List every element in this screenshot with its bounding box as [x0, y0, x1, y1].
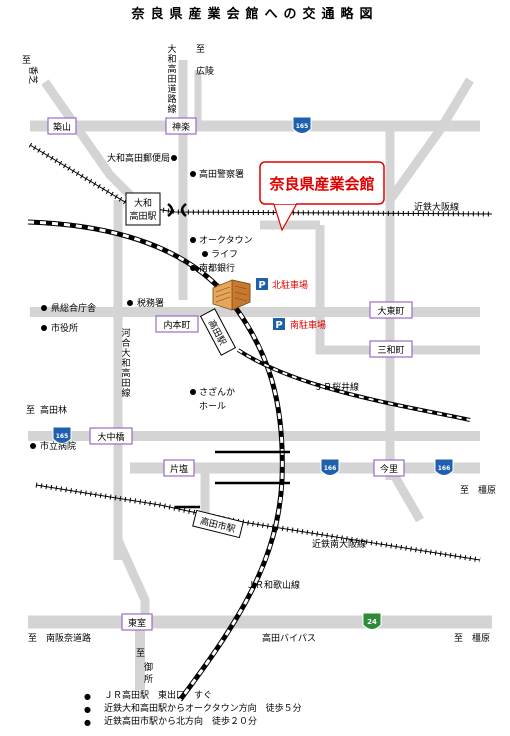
svg-text:至 橿原: 至 橿原 — [454, 632, 490, 644]
svg-text:和: 和 — [121, 358, 130, 369]
svg-text:香芝: 香芝 — [27, 66, 39, 84]
overpass-marks — [167, 203, 290, 509]
svg-text:至 南阪奈道路: 至 南阪奈道路 — [28, 632, 91, 644]
parking-north-icon — [256, 278, 268, 290]
landmark-city-hospital: 市立病院 — [40, 440, 76, 452]
parking: P 北駐車場 P 南駐車場 — [256, 278, 326, 331]
line-labels: 大 和 高 田 道 路 線 近鉄大阪線 ＪＲ桜井線 近鉄南大阪線 ＪＲ和歌山線 … — [121, 43, 459, 644]
landmark-police: 高田警察署 — [199, 168, 244, 180]
svg-text:至 橿原: 至 橿原 — [460, 484, 496, 496]
route-shield-1: 165 — [292, 116, 312, 134]
svg-text:近鉄南大阪線: 近鉄南大阪線 — [312, 538, 366, 550]
access-notes: ＪＲ高田駅 東出口 すぐ 近鉄大和高田駅からオークタウン方向 徒歩５分 近鉄高田… — [84, 690, 302, 729]
landmark-sazanka-1: さざんか — [199, 386, 235, 398]
svg-text:近鉄大阪線: 近鉄大阪線 — [414, 201, 459, 213]
label-tsukiyama: 築山 — [53, 121, 71, 133]
svg-text:P: P — [275, 320, 282, 331]
svg-text:至: 至 — [136, 648, 145, 659]
route-shield-2: 165 — [52, 426, 72, 444]
svg-text:高田林: 高田林 — [40, 404, 67, 416]
svg-text:24: 24 — [367, 618, 377, 626]
label-katashio: 片塩 — [170, 463, 188, 475]
landmark-sazanka-2: ホール — [199, 401, 226, 412]
note-item: 近鉄高田市駅から北方向 徒歩２０分 — [84, 716, 302, 729]
venue-callout-label: 奈良県産業会館 — [268, 175, 374, 193]
svg-text:至: 至 — [26, 405, 35, 416]
note-item: ＪＲ高田駅 東出口 すぐ — [84, 690, 302, 703]
svg-text:大: 大 — [167, 43, 176, 55]
svg-text:和: 和 — [167, 54, 176, 65]
label-kagura: 神楽 — [172, 121, 190, 133]
label-daichubashi: 大中橋 — [97, 431, 124, 443]
svg-text:線: 線 — [121, 387, 130, 399]
svg-text:田: 田 — [121, 378, 130, 389]
svg-text:166: 166 — [438, 465, 451, 472]
svg-text:ＪＲ桜井線: ＪＲ桜井線 — [314, 381, 359, 393]
label-daitocho: 大東町 — [377, 305, 404, 317]
landmark-nanto-bank: 南都銀行 — [199, 262, 235, 274]
building-icon — [212, 279, 251, 311]
svg-text:線: 線 — [167, 103, 176, 115]
svg-text:高: 高 — [121, 367, 130, 379]
svg-text:道: 道 — [167, 83, 176, 95]
venue: 奈良県産業会館 — [212, 161, 385, 311]
landmark-post-office: 大和高田郵便局 — [107, 152, 170, 164]
stations: 大和 高田駅 高田駅 高田市駅 — [125, 192, 244, 539]
parking-north-label: 北駐車場 — [272, 279, 308, 291]
svg-text:高田バイパス: 高田バイパス — [262, 632, 316, 644]
label-sanwacho: 三和町 — [377, 345, 404, 356]
label-imazato: 今里 — [380, 463, 398, 475]
route-shield-4: 166 — [434, 458, 454, 476]
svg-text:高: 高 — [167, 63, 176, 75]
svg-text:165: 165 — [56, 433, 69, 440]
svg-text:河: 河 — [121, 327, 130, 339]
svg-text:至: 至 — [196, 44, 205, 55]
page-title: 奈良県産業会館への交通略図 — [131, 7, 379, 22]
svg-text:165: 165 — [296, 123, 309, 130]
route-shields: 165 165 166 166 24 — [52, 116, 454, 630]
svg-text:合: 合 — [121, 337, 130, 349]
station-yamato-line1: 大和 — [134, 197, 152, 209]
svg-text:P: P — [258, 280, 265, 291]
label-uchihoncho: 内本町 — [163, 319, 190, 331]
svg-text:御: 御 — [144, 661, 153, 673]
landmark-city-hall: 市役所 — [51, 322, 78, 334]
parking-south-label: 南駐車場 — [290, 319, 326, 331]
svg-text:路: 路 — [167, 93, 176, 105]
route-shield-5: 24 — [362, 612, 382, 630]
route-shield-3: 166 — [320, 458, 340, 476]
label-higashimuro: 東室 — [128, 617, 146, 629]
note-item: 近鉄大和高田駅からオークタウン方向 徒歩５分 — [84, 703, 302, 716]
station-takadashi: 高田市駅 — [192, 509, 244, 539]
svg-text:166: 166 — [324, 465, 337, 472]
landmark-okutown: オークタウン — [199, 235, 253, 246]
svg-text:ＪＲ和歌山線: ＪＲ和歌山線 — [246, 579, 300, 591]
roads — [28, 60, 492, 690]
station-yamato-line2: 高田駅 — [129, 210, 156, 222]
landmark-life: ライフ — [211, 249, 238, 260]
intersection-boxes: 築山 神楽 内本町 大東町 三和町 大中橋 片塩 今里 東室 — [47, 117, 413, 631]
svg-text:田: 田 — [167, 74, 176, 85]
svg-text:至: 至 — [22, 55, 31, 66]
direction-labels: 至 香芝 至 広陵 至 高田林 至 橿原 至 南阪奈道路 至 橿原 至 御 所 — [22, 44, 496, 685]
svg-text:所: 所 — [144, 674, 153, 685]
landmark-tax-office: 税務署 — [137, 297, 164, 309]
svg-text:広陵: 広陵 — [196, 65, 214, 77]
landmarks: 大和高田郵便局 高田警察署 オークタウン ライフ 南都銀行 税務署 県総合庁舎 … — [30, 152, 253, 452]
parking-south-icon — [273, 318, 285, 330]
svg-text:大: 大 — [121, 347, 130, 359]
landmark-govt-building: 県総合庁舎 — [51, 302, 96, 314]
